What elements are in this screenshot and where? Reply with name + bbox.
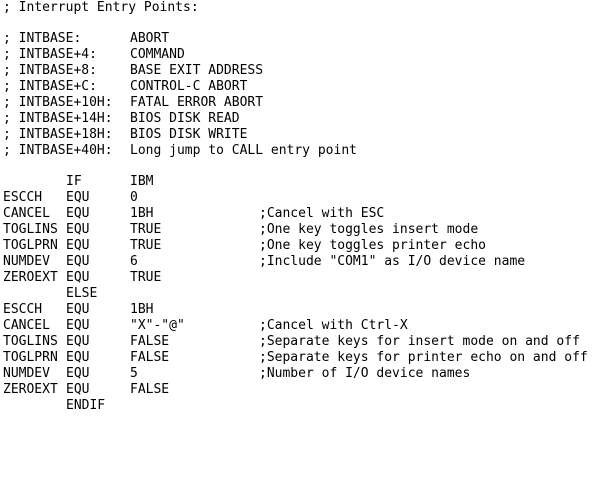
code-line: CANCEL EQU "X"-"@" ;Cancel with Ctrl-X [3, 318, 408, 334]
entry-point-line: ; INTBASE+18H: BIOS DISK WRITE [3, 127, 247, 143]
section-title-text: ; Interrupt Entry Points: [3, 0, 199, 15]
code-label: NUMDEV [3, 366, 50, 381]
code-line: IF IBM [3, 174, 153, 190]
code-directive: EQU [66, 334, 90, 349]
entry-label: ; INTBASE+8: [3, 63, 97, 78]
entry-description: CONTROL-C ABORT [130, 79, 248, 94]
code-label: NUMDEV [3, 254, 50, 269]
entry-point-line: ; INTBASE+4: COMMAND [3, 47, 185, 63]
entry-label: ; INTBASE+40H: [3, 143, 113, 158]
code-directive: ENDIF [66, 398, 106, 413]
entry-label: ; INTBASE+C: [3, 79, 97, 94]
code-label: ESCCH [3, 190, 43, 205]
code-directive: EQU [66, 238, 90, 253]
code-directive: EQU [66, 302, 90, 317]
entry-label: ; INTBASE: [3, 31, 82, 46]
code-value: 1BH [130, 206, 154, 221]
code-label: ESCCH [3, 302, 43, 317]
entry-point-line: ; INTBASE+40H: Long jump to CALL entry p… [3, 143, 357, 159]
entry-description: BIOS DISK READ [130, 111, 240, 126]
code-label: TOGLPRN [3, 350, 58, 365]
code-directive: EQU [66, 382, 90, 397]
entry-description: ABORT [130, 31, 170, 46]
code-value: IBM [130, 174, 154, 189]
code-value: FALSE [130, 382, 170, 397]
code-directive: EQU [66, 366, 90, 381]
entry-description: COMMAND [130, 47, 185, 62]
code-line: TOGLPRN EQU FALSE ;Separate keys for pri… [3, 350, 588, 366]
code-directive: EQU [66, 206, 90, 221]
entry-point-line: ; INTBASE+C: CONTROL-C ABORT [3, 79, 247, 95]
entry-point-line: ; INTBASE+14H: BIOS DISK READ [3, 111, 240, 127]
code-value: 6 [130, 254, 138, 269]
code-comment: ;Include "COM1" as I/O device name [259, 254, 526, 269]
code-value: FALSE [130, 350, 170, 365]
code-directive: EQU [66, 270, 90, 285]
code-directive: EQU [66, 318, 90, 333]
code-directive: EQU [66, 254, 90, 269]
entry-description: BASE EXIT ADDRESS [130, 63, 264, 78]
assembly-listing: ; Interrupt Entry Points: ; INTBASE: ABO… [3, 0, 609, 426]
code-value: TRUE [130, 222, 162, 237]
entry-description: BIOS DISK WRITE [130, 127, 248, 142]
code-line: ZEROEXT EQU FALSE [3, 382, 169, 398]
entry-description: Long jump to CALL entry point [130, 143, 357, 158]
code-value: "X"-"@" [130, 318, 185, 333]
code-line: NUMDEV EQU 5 ;Number of I/O device names [3, 366, 470, 382]
code-directive: EQU [66, 222, 90, 237]
code-value: 0 [130, 190, 138, 205]
code-label: CANCEL [3, 206, 50, 221]
entry-point-line: ; INTBASE+8: BASE EXIT ADDRESS [3, 63, 263, 79]
code-line: ESCCH EQU 0 [3, 190, 138, 206]
code-comment: ;Cancel with Ctrl-X [259, 318, 408, 333]
code-directive: ELSE [66, 286, 98, 301]
code-line: ZEROEXT EQU TRUE [3, 270, 161, 286]
code-directive: EQU [66, 190, 90, 205]
code-directive: IF [66, 174, 82, 189]
entry-description: FATAL ERROR ABORT [130, 95, 264, 110]
code-line: CANCEL EQU 1BH ;Cancel with ESC [3, 206, 384, 222]
code-comment: ;Separate keys for insert mode on and of… [259, 334, 580, 349]
code-value: 1BH [130, 302, 154, 317]
code-comment: ;One key toggles printer echo [259, 238, 486, 253]
code-label: TOGLINS [3, 334, 58, 349]
code-line: ESCCH EQU 1BH [3, 302, 153, 318]
code-value: 5 [130, 366, 138, 381]
code-value: TRUE [130, 270, 162, 285]
code-comment: ;Cancel with ESC [259, 206, 385, 221]
code-value: TRUE [130, 238, 162, 253]
entry-point-line: ; INTBASE+10H: FATAL ERROR ABORT [3, 95, 263, 111]
section-title: ; Interrupt Entry Points: [3, 0, 199, 16]
code-line: NUMDEV EQU 6 ;Include "COM1" as I/O devi… [3, 254, 525, 270]
code-label: ZEROEXT [3, 382, 58, 397]
code-label: ZEROEXT [3, 270, 58, 285]
code-line: ENDIF [3, 398, 105, 414]
entry-label: ; INTBASE+18H: [3, 127, 113, 142]
code-comment: ;Separate keys for printer echo on and o… [259, 350, 588, 365]
code-comment: ;One key toggles insert mode [259, 222, 479, 237]
entry-label: ; INTBASE+10H: [3, 95, 113, 110]
entry-point-line: ; INTBASE: ABORT [3, 31, 169, 47]
code-label: CANCEL [3, 318, 50, 333]
entry-label: ; INTBASE+14H: [3, 111, 113, 126]
code-label: TOGLINS [3, 222, 58, 237]
code-directive: EQU [66, 350, 90, 365]
code-label: TOGLPRN [3, 238, 58, 253]
code-line: TOGLPRN EQU TRUE ;One key toggles printe… [3, 238, 486, 254]
code-line: TOGLINS EQU TRUE ;One key toggles insert… [3, 222, 478, 238]
code-comment: ;Number of I/O device names [259, 366, 471, 381]
code-value: FALSE [130, 334, 170, 349]
code-line: ELSE [3, 286, 97, 302]
entry-label: ; INTBASE+4: [3, 47, 97, 62]
code-line: TOGLINS EQU FALSE ;Separate keys for ins… [3, 334, 580, 350]
